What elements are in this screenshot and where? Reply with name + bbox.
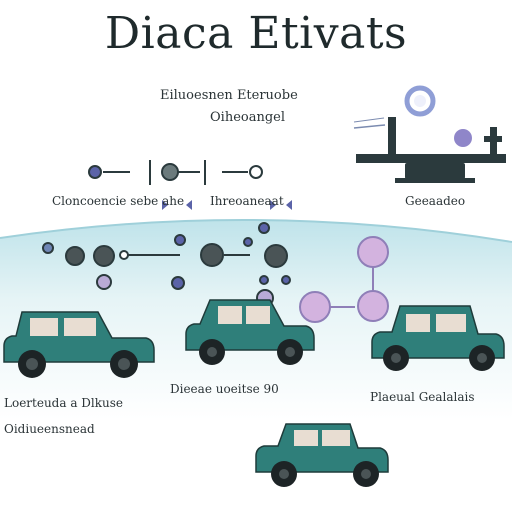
page-title: Diaca Etivats <box>104 8 408 59</box>
label-car-bottom-left: Oidiueensnead <box>4 422 95 436</box>
label-car-left: Loerteuda a Dlkuse <box>4 396 124 410</box>
car-icon <box>185 299 315 365</box>
label-top-center-1: Eiluoesnen Eteruobe <box>160 88 298 103</box>
label-row-right: Ihreoaneaat <box>210 194 284 208</box>
label-car-center: Dieeae uoeitse 90 <box>170 382 279 396</box>
label-top-center-2: Oiheoangel <box>210 110 286 125</box>
label-row-left: Cloncoencie sebe ahe <box>52 194 185 208</box>
node-network <box>299 236 389 323</box>
chevron-marks <box>162 200 292 210</box>
wheel-node-chain <box>42 222 291 307</box>
balance-scale-icon <box>353 117 506 183</box>
car-icon <box>255 423 389 487</box>
car-icon <box>371 305 505 371</box>
car-icon <box>3 311 155 378</box>
dumbbell-row <box>88 160 263 185</box>
wave-edge <box>0 218 512 243</box>
orbit-icon <box>404 85 436 117</box>
label-car-right: Plaeual Gealalais <box>370 390 475 404</box>
label-right-scale: Geeaadeo <box>405 194 466 208</box>
